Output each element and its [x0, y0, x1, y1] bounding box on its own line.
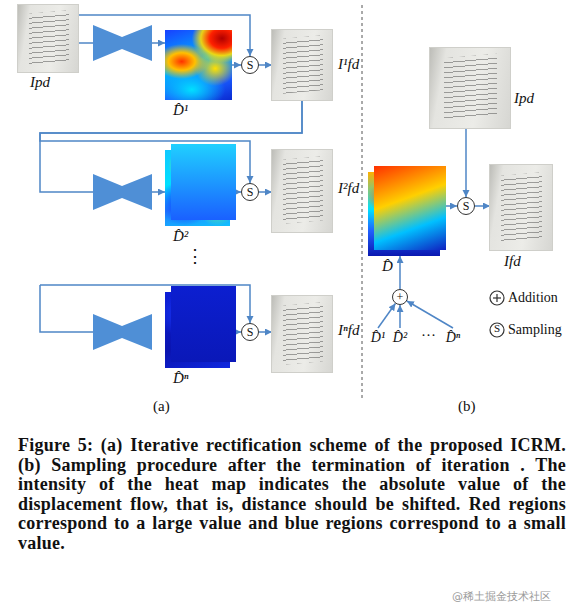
flow-term-label: D̂² — [393, 330, 407, 346]
flow-term: D̂¹ — [368, 328, 388, 348]
document-image: Ifd — [490, 165, 552, 250]
image-label: Ipd — [30, 74, 50, 90]
document-text-lines — [444, 54, 497, 121]
encoder-decoder — [93, 25, 152, 61]
document-text-lines — [283, 35, 323, 93]
displacement-heatmap: D̂ⁿ — [165, 292, 230, 368]
displacement-heatmap: D̂² — [165, 150, 230, 226]
ellipsis: ··· — [421, 327, 436, 344]
heatmap-label: D̂¹ — [173, 102, 188, 118]
document-image: Ipd — [430, 48, 510, 128]
document-image: Iⁿfd — [272, 296, 332, 372]
heatmap-label: D̂ⁿ — [173, 370, 189, 386]
operator-symbol: S — [463, 200, 470, 212]
encoder-decoder — [93, 174, 152, 210]
operator-circle: S — [457, 197, 475, 215]
document-image: I²fd — [272, 150, 332, 232]
document-text-lines — [283, 302, 323, 365]
flow-arrow — [407, 301, 453, 328]
legend-text: Sampling — [508, 322, 562, 337]
watermark: @稀土掘金技术社区 — [452, 590, 551, 603]
image-label: Iⁿfd — [338, 322, 359, 338]
document-text-lines — [283, 156, 323, 223]
flow-term-label: D̂ⁿ — [446, 330, 461, 346]
operator-symbol: S — [247, 59, 254, 71]
flow-arrow — [78, 15, 250, 56]
operator-symbol: S — [247, 186, 254, 198]
heatmap-layer — [374, 166, 446, 250]
feed-line — [40, 285, 93, 332]
displacement-heatmap: D̂¹ — [165, 30, 232, 100]
legend-item: Addition — [508, 290, 558, 306]
panel-label: (a) — [153, 398, 170, 415]
operator-symbol: S — [247, 326, 254, 338]
operator-circle: S — [241, 183, 259, 201]
flow-term: D̂² — [390, 328, 410, 348]
flow-arrow — [465, 128, 467, 197]
sampling-symbol — [490, 323, 504, 337]
flow-term-label: D̂¹ — [371, 330, 385, 346]
document-text-lines — [29, 10, 69, 66]
sampling-symbol: S — [490, 322, 504, 335]
image-label: I²fd — [338, 180, 359, 196]
image-label: I¹fd — [338, 56, 359, 72]
flow-arrow — [440, 205, 457, 207]
flow-arrow — [259, 191, 272, 193]
document-image: I¹fd — [272, 30, 332, 100]
panel-divider — [362, 5, 363, 398]
addition-symbol — [496, 294, 497, 302]
operator-symbol: + — [397, 291, 404, 303]
document-text-lines — [501, 172, 542, 242]
image-label: Ifd — [504, 253, 521, 269]
flow-arrow — [232, 64, 241, 66]
legend-text: Addition — [508, 290, 558, 305]
encoder-decoder — [93, 314, 152, 350]
figure-caption: Figure 5: (a) Iterative rectification sc… — [18, 436, 566, 554]
flow-arrow — [475, 205, 490, 207]
displacement-heatmap: D̂ — [368, 172, 440, 256]
legend-item: Sampling — [508, 322, 562, 338]
flow-arrow — [230, 191, 241, 193]
addition-symbol — [493, 297, 501, 298]
flow-arrow — [40, 100, 302, 192]
flow-arrow — [259, 64, 272, 66]
flow-arrow — [230, 331, 241, 333]
addition-symbol — [490, 291, 504, 305]
ellipsis: ⋮ — [186, 246, 204, 266]
flow-arrow — [40, 100, 302, 183]
panel-label: (b) — [458, 398, 476, 415]
heatmap-label: D̂ — [382, 258, 393, 274]
document-image: Ipd — [18, 5, 78, 72]
flow-arrow — [399, 256, 401, 289]
heatmap-layer — [171, 286, 236, 362]
flow-arrow — [78, 42, 165, 44]
operator-circle: + — [392, 289, 408, 305]
heatmap-label: D̂² — [173, 228, 188, 244]
flow-arrow — [378, 304, 395, 329]
operator-circle: S — [241, 56, 259, 74]
flow-term: D̂ⁿ — [443, 328, 463, 348]
operator-circle: S — [241, 323, 259, 341]
heatmap-layer — [171, 144, 236, 220]
flow-arrow — [259, 331, 272, 333]
image-label: Ipd — [514, 90, 534, 106]
flow-arrow — [399, 305, 401, 328]
